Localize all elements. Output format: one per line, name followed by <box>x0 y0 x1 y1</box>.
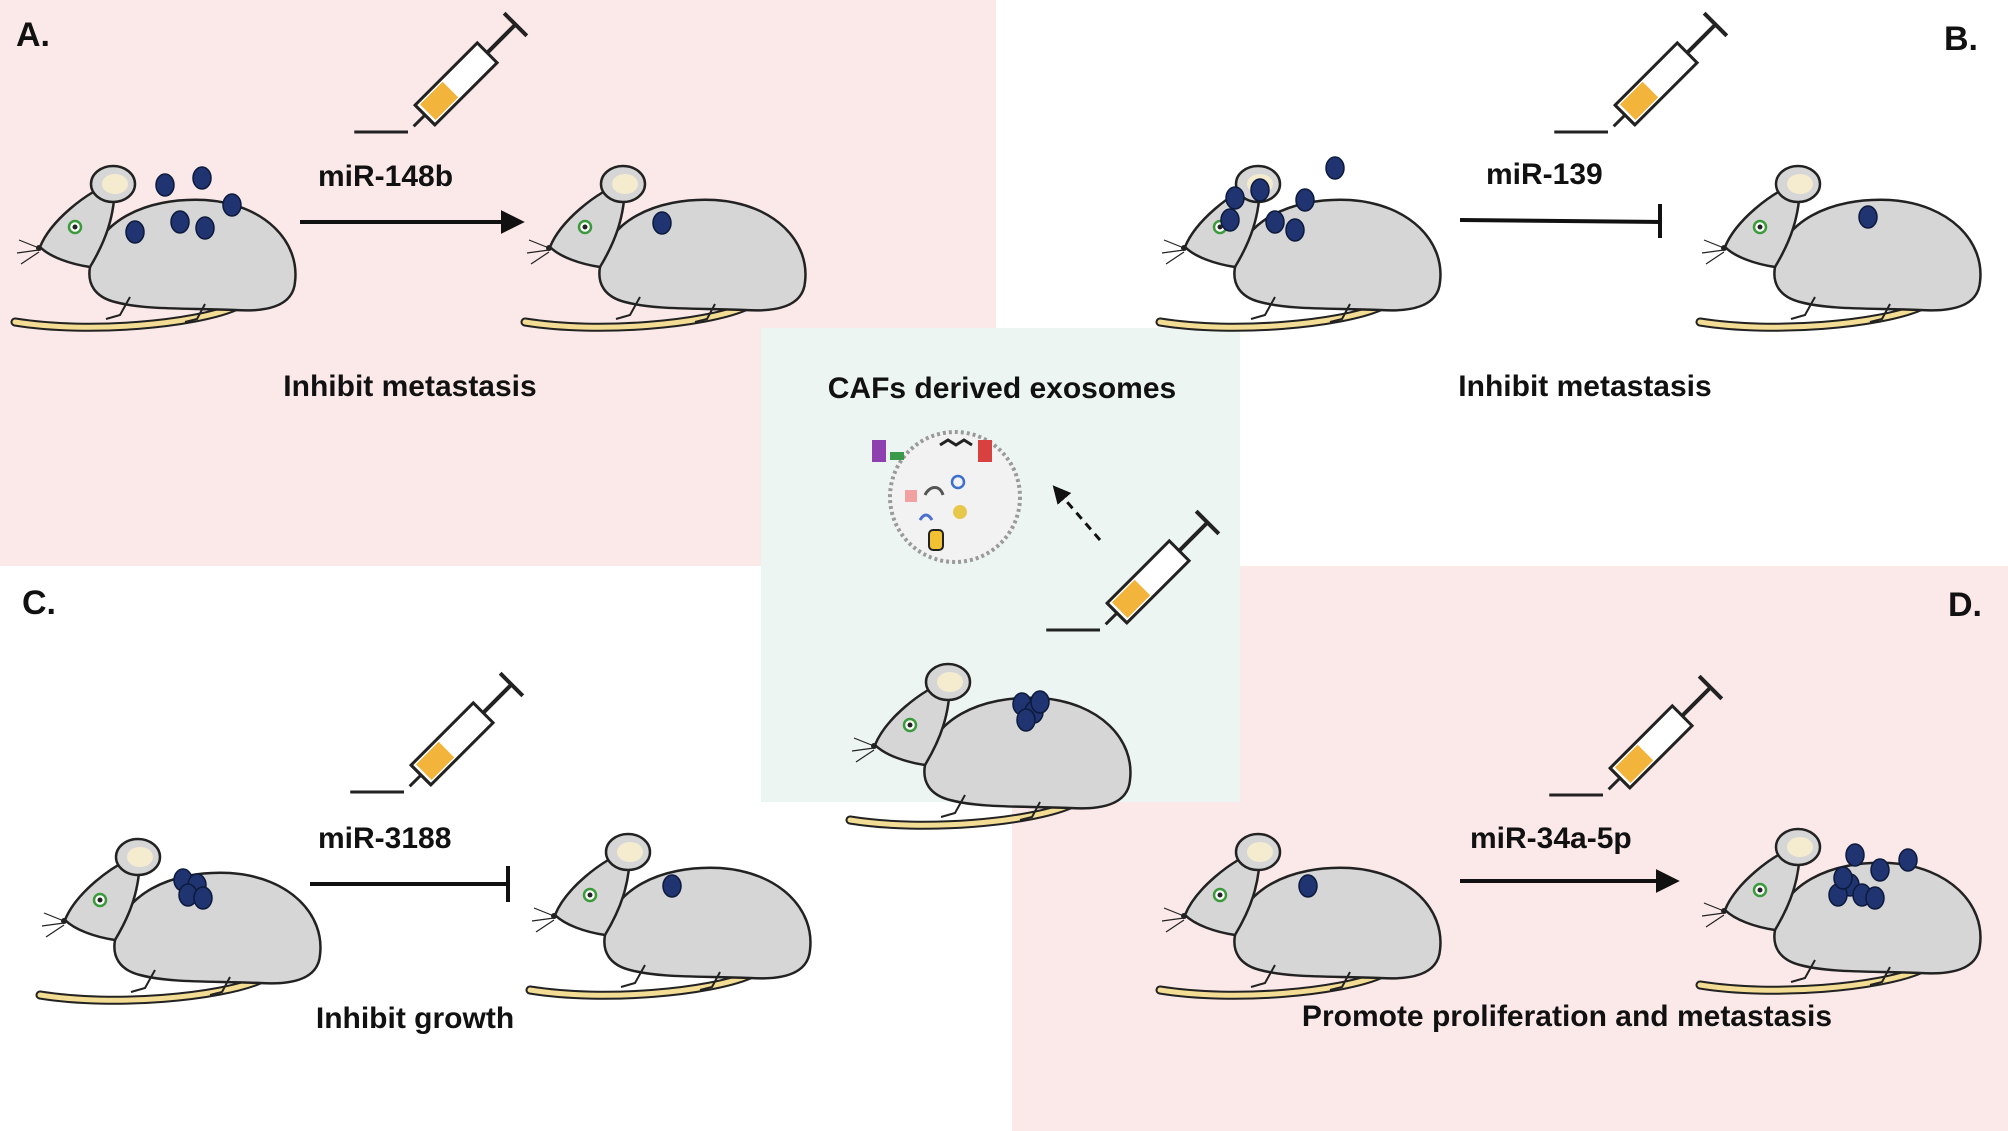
panel-c-inhibition-bar-icon <box>310 866 510 902</box>
panel-a-letter: A. <box>16 16 50 54</box>
panel-b-syringe-icon <box>1554 0 1727 170</box>
panel-b-letter: B. <box>1944 20 1978 58</box>
center-syringe-icon <box>1046 496 1219 669</box>
panel-b-mouse-after-icon <box>1700 166 1980 327</box>
panel-a-mouse-before-icon <box>15 166 295 327</box>
panel-b-caption: Inhibit metastasis <box>1458 370 1712 403</box>
panel-b-inhibition-bar-icon <box>1459 204 1662 238</box>
center-title: CAFs derived exosomes <box>827 372 1177 405</box>
panel-d-mouse-before-icon <box>1160 834 1440 995</box>
panel-c-letter: C. <box>22 584 56 622</box>
panel-a-mouse-after-icon <box>525 166 805 327</box>
panel-a-syringe-icon <box>354 0 527 170</box>
panel-c-syringe-icon <box>350 658 523 831</box>
panel-d-syringe-icon <box>1549 661 1722 834</box>
panel-b-mirna-label: miR-139 <box>1486 158 1603 191</box>
panel-d-caption: Promote proliferation and metastasis <box>1301 1000 1833 1033</box>
panel-c-mouse-before-icon <box>40 839 320 1000</box>
panel-c-mirna-label: miR-3188 <box>318 822 452 855</box>
panel-c-mouse-after-icon <box>530 834 810 995</box>
panel-a-caption: Inhibit metastasis <box>283 370 537 403</box>
center-mouse-icon <box>850 664 1130 825</box>
panel-d-letter: D. <box>1948 586 1982 624</box>
panel-d-mouse-after-icon <box>1700 829 1980 990</box>
panel-c-caption: Inhibit growth <box>315 1002 515 1035</box>
panel-b-mouse-before-icon <box>1160 156 1440 327</box>
exosome-icon <box>872 430 1022 564</box>
exosome-dashed-arrow-icon <box>1052 485 1102 541</box>
panel-a-mirna-label: miR-148b <box>318 160 454 193</box>
panel-d-mirna-label: miR-34a-5p <box>1470 822 1632 855</box>
